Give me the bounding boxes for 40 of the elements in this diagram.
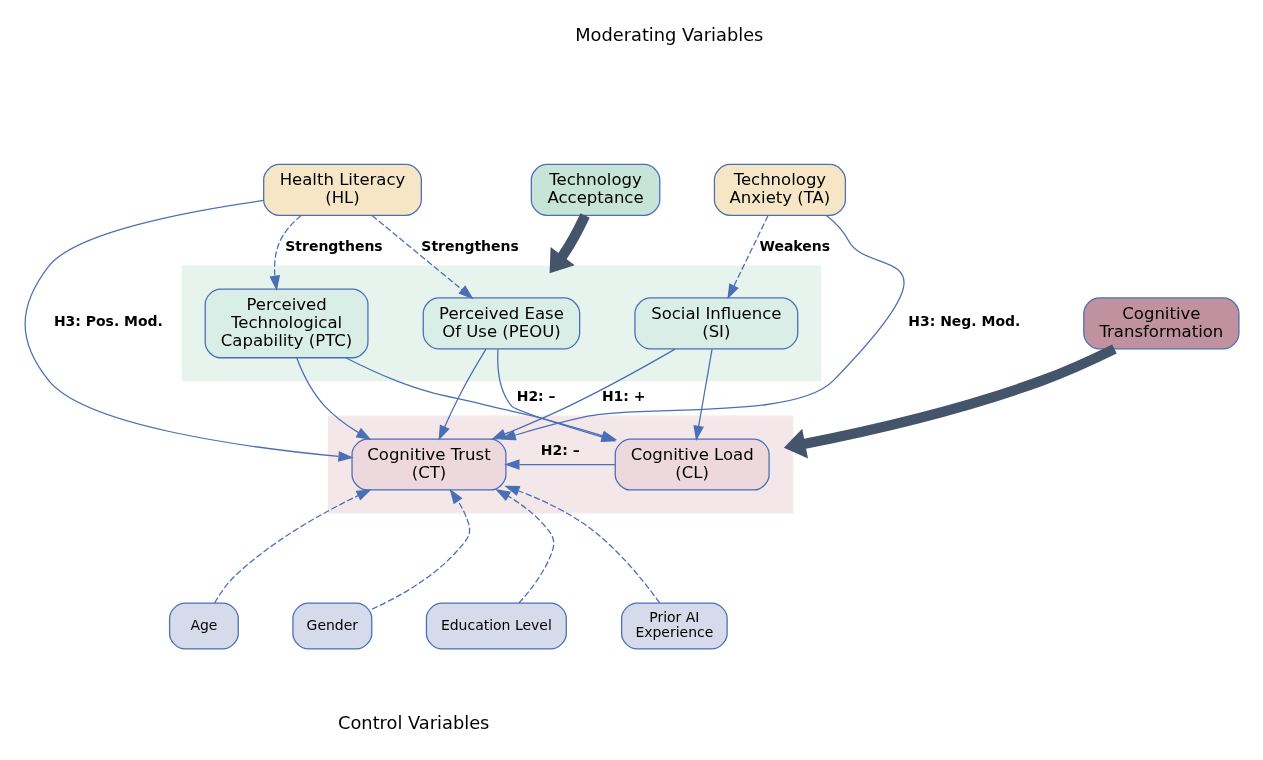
- edge-label: H3: Neg. Mod.: [907, 312, 1020, 329]
- node-box: Cognitive Load (CL): [614, 438, 770, 491]
- edge-label: H1: +: [601, 387, 645, 404]
- node-box: Cognitive Transformation: [1082, 297, 1240, 350]
- arrow: [692, 348, 713, 441]
- arrow: [269, 214, 302, 291]
- node-box: Social Influence (SI): [633, 297, 798, 350]
- arrow: [213, 489, 372, 604]
- node-box: Age: [168, 602, 239, 650]
- edge-label: Weakens: [759, 237, 830, 254]
- arrow: [503, 459, 616, 470]
- cluster: [327, 415, 793, 514]
- label: Control Variables: [337, 711, 489, 733]
- label: Moderating Variables: [574, 23, 763, 45]
- node-box: Technology Acceptance: [530, 163, 660, 216]
- arrow: [295, 357, 371, 441]
- arrow: [370, 214, 474, 300]
- edge-label: H3: Pos. Mod.: [53, 312, 163, 329]
- edge-label: H2: –: [516, 387, 556, 404]
- edge-label: Strengthens: [284, 237, 383, 254]
- arrow: [438, 348, 486, 441]
- node-box: Gender: [291, 602, 372, 650]
- node-box: Health Literacy (HL): [262, 163, 422, 216]
- node-box: Prior AI Experience: [620, 602, 728, 650]
- arrow: [371, 488, 470, 610]
- node-box: Perceived Technological Capability (PTC): [204, 288, 369, 359]
- node-box: Perceived Ease Of Use (PEOU): [422, 297, 580, 350]
- node-box: Education Level: [425, 602, 567, 650]
- arrow: [783, 344, 1117, 459]
- arrow: [503, 485, 660, 604]
- node-box: Technology Anxiety (TA): [713, 163, 846, 216]
- edge-label: Strengthens: [420, 237, 519, 254]
- arrow: [494, 489, 554, 604]
- arrow: [24, 199, 354, 462]
- arrow: [549, 213, 590, 274]
- node-box: Cognitive Trust (CT): [350, 438, 507, 491]
- cluster: [181, 265, 821, 382]
- arrow: [490, 348, 676, 440]
- edge-label: H2: –: [540, 442, 580, 459]
- arrow: [726, 215, 769, 300]
